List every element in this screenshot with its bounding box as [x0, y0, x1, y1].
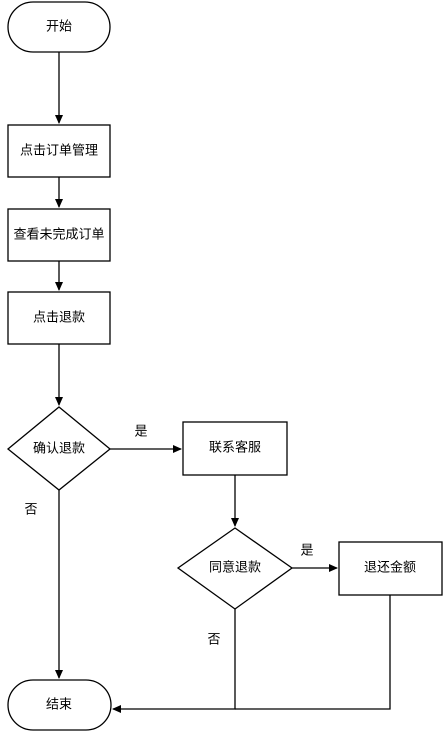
edge-label-agree-yes: 是 [300, 544, 313, 559]
end-label: 结束 [46, 698, 72, 713]
return-amount-label: 退还金额 [364, 560, 416, 576]
order-mgmt-box [7, 124, 111, 178]
contact-service-label: 联系客服 [209, 440, 261, 456]
confirm-refund-decision [6, 406, 112, 491]
agree-refund-label: 同意退款 [209, 560, 261, 576]
edge-label-confirm-yes: 是 [134, 425, 147, 440]
confirm-refund-label: 确认退款 [33, 442, 85, 457]
return-amount-box [338, 541, 443, 596]
click-refund-box [7, 291, 111, 345]
order-mgmt-label: 点击订单管理 [20, 144, 98, 159]
start-terminal [7, 1, 111, 53]
edge-agree-refund-to-end [112, 609, 236, 713]
edge-label-agree-no: 否 [207, 633, 220, 648]
click-refund-label: 点击退款 [33, 311, 85, 326]
edge-label-confirm-no: 否 [24, 503, 37, 518]
edge-return-amount-to-end [235, 595, 391, 710]
end-terminal [7, 679, 112, 731]
agree-refund-decision [176, 527, 294, 610]
contact-service-box [182, 421, 288, 476]
start-label: 开始 [46, 20, 72, 35]
view-unfinished-box [7, 208, 111, 262]
view-unfinished-label: 查看未完成订单 [13, 227, 104, 243]
